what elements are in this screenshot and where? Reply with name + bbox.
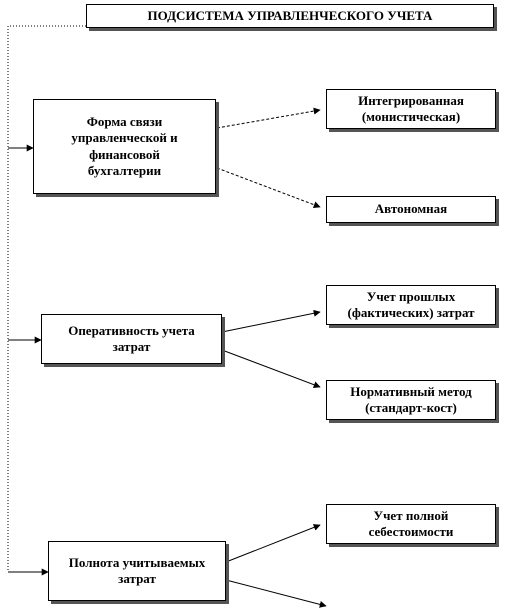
arrow-cat1-opt1 (216, 107, 321, 129)
diagram-title-text: ПОДСИСТЕМА УПРАВЛЕНЧЕСКОГО УЧЕТА (147, 7, 433, 23)
category-box-2: Оперативность учета затрат (41, 314, 222, 364)
category-box-3: Полнота учитываемых затрат (48, 541, 226, 601)
option-label-2-1: Учет прошлых (фактических) затрат (347, 288, 475, 320)
arrow-cat2-opt2 (221, 349, 321, 389)
option-label-1-2: Автономная (374, 201, 448, 217)
category-label-1: Форма связи управленческой и финансовой … (71, 114, 178, 178)
option-label-2-2: Нормативный метод (стандарт-кост) (350, 383, 472, 415)
arrow-cat3-opt1 (225, 524, 321, 563)
arrow-cat1-opt2 (216, 167, 321, 209)
category-label-3: Полнота учитываемых затрат (68, 554, 206, 586)
diagram-title: ПОДСИСТЕМА УПРАВЛЕНЧЕСКОГО УЧЕТА (86, 4, 494, 28)
arrow-cat3-opt2 (225, 579, 327, 608)
option-label-3-1: Учет полной себестоимости (368, 507, 454, 539)
option-box-2-1: Учет прошлых (фактических) затрат (326, 285, 496, 325)
arrow-cat2-opt1 (221, 309, 321, 333)
category-box-1: Форма связи управленческой и финансовой … (33, 99, 216, 194)
option-box-1-1: Интегрированная (монистическая) (326, 89, 496, 129)
option-box-3-1: Учет полной себестоимости (326, 504, 496, 544)
option-box-2-2: Нормативный метод (стандарт-кост) (326, 380, 496, 420)
option-box-1-2: Автономная (326, 196, 496, 223)
category-label-2: Оперативность учета затрат (68, 322, 195, 354)
option-label-1-1: Интегрированная (монистическая) (358, 92, 464, 124)
